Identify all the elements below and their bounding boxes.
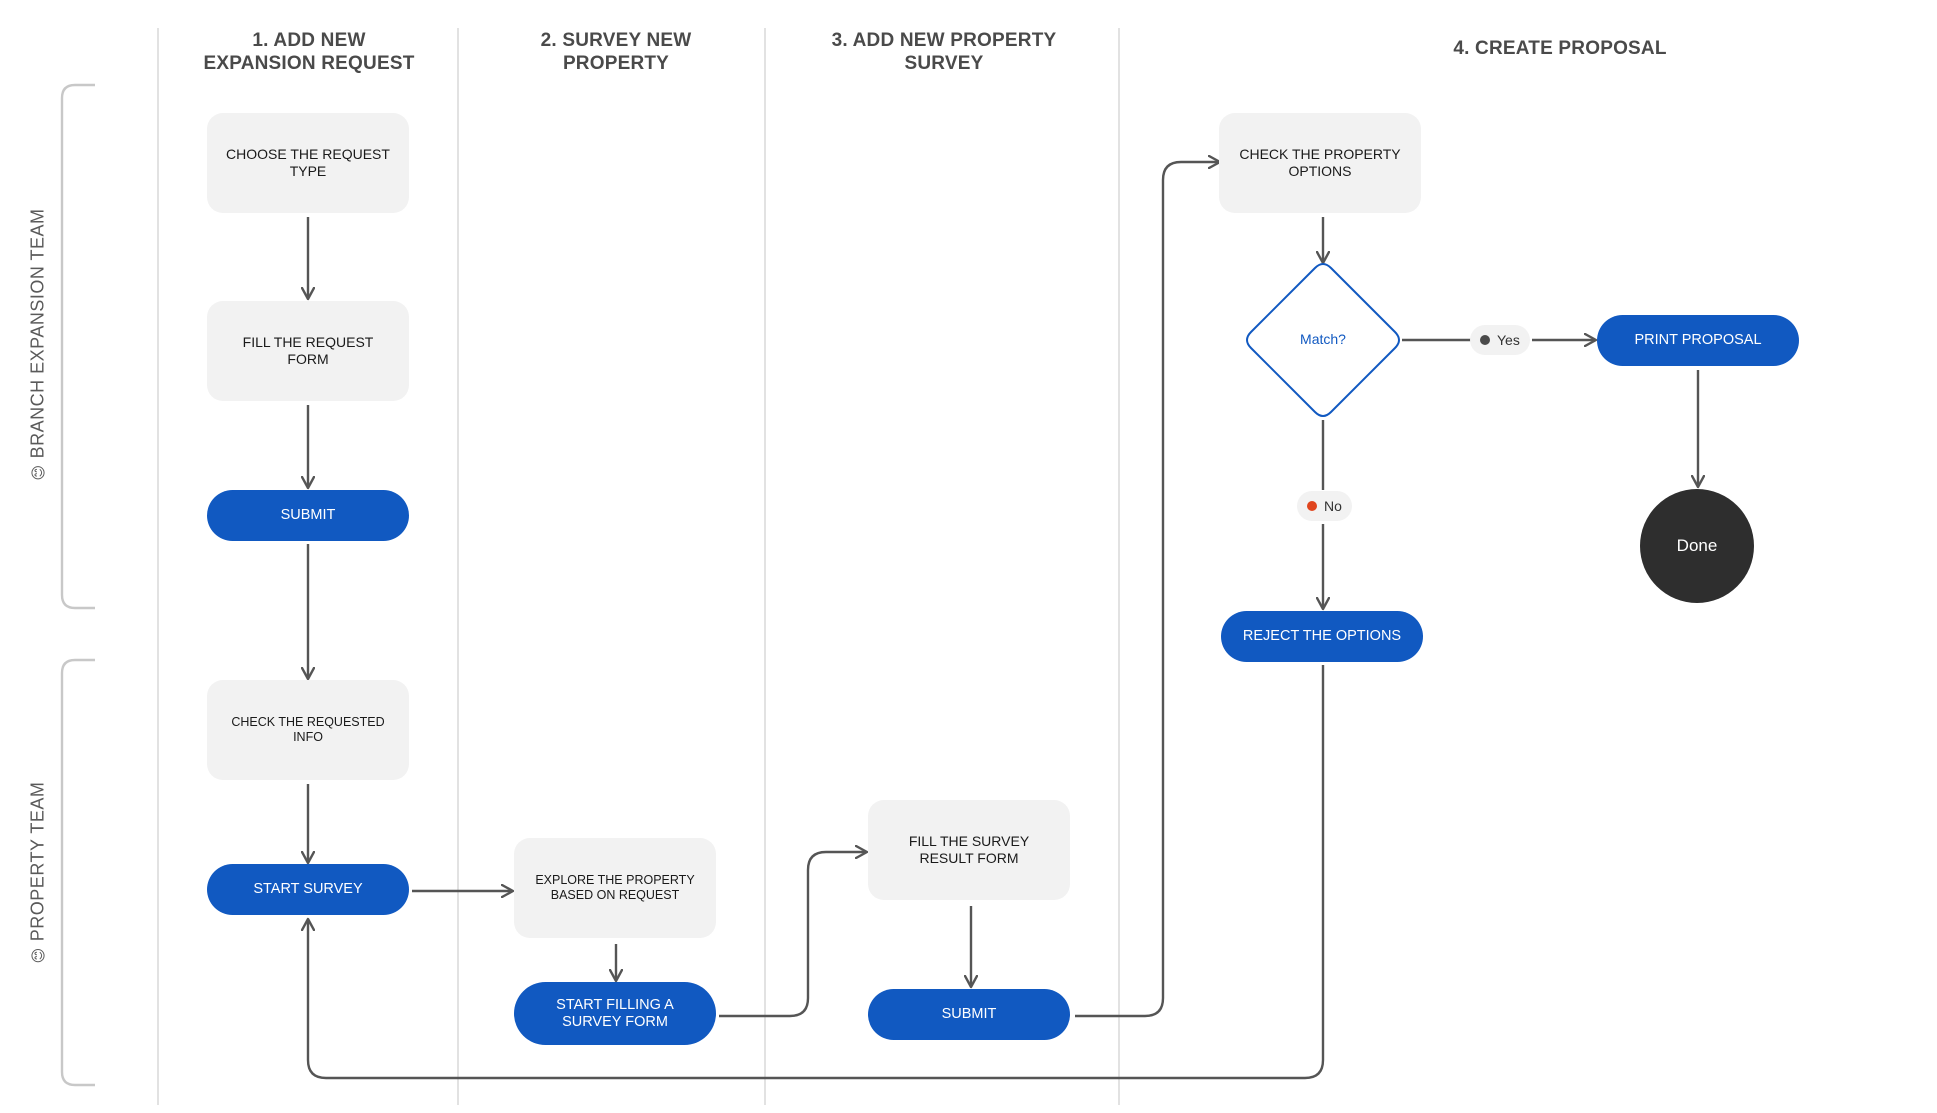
reject-options-button[interactable]: REJECT THE OPTIONS bbox=[1221, 611, 1423, 662]
lane-title: BRANCH EXPANSION TEAM bbox=[27, 208, 48, 459]
print-proposal-button[interactable]: PRINT PROPOSAL bbox=[1597, 315, 1799, 366]
done-terminal: Done bbox=[1640, 489, 1754, 603]
lane-title: PROPERTY TEAM bbox=[27, 781, 48, 942]
no-text: No bbox=[1324, 498, 1342, 514]
node-explore-property: EXPLORE THE PROPERTY BASED ON REQUEST bbox=[514, 838, 716, 938]
no-dot-icon bbox=[1307, 501, 1317, 511]
arrow-submit-to-check-options bbox=[1075, 162, 1219, 1018]
node-check-requested-info: CHECK THE REQUESTED INFO bbox=[207, 680, 409, 780]
node-check-property-options: CHECK THE PROPERTY OPTIONS bbox=[1219, 113, 1421, 213]
submit-survey-button[interactable]: SUBMIT bbox=[868, 989, 1070, 1040]
smile-icon: 😊 bbox=[30, 947, 48, 964]
start-survey-button[interactable]: START SURVEY bbox=[207, 864, 409, 915]
node-fill-survey-result: FILL THE SURVEY RESULT FORM bbox=[868, 800, 1070, 900]
node-choose-request-type: CHOOSE THE REQUEST TYPE bbox=[207, 113, 409, 213]
node-fill-request-form: FILL THE REQUEST FORM bbox=[207, 301, 409, 401]
arrow-filling-to-result bbox=[719, 852, 866, 1018]
arrow-reject-loop-to-start bbox=[308, 665, 1325, 1080]
edge-label-yes: Yes bbox=[1470, 325, 1530, 355]
yes-dot-icon bbox=[1480, 335, 1490, 345]
match-decision-diamond bbox=[1246, 263, 1400, 417]
lane-label-branch-expansion: 😊 BRANCH EXPANSION TEAM bbox=[28, 135, 49, 555]
smile-icon: 😊 bbox=[30, 464, 48, 481]
submit-request-button[interactable]: SUBMIT bbox=[207, 490, 409, 541]
lane-bracket-branch bbox=[60, 83, 95, 610]
lane-bracket-property bbox=[60, 658, 95, 1087]
column-title-4: 4. CREATE PROPOSAL bbox=[1453, 38, 1667, 59]
column-title-3: 3. ADD NEW PROPERTY SURVEY bbox=[831, 30, 1057, 74]
match-decision-label: Match? bbox=[1300, 331, 1346, 347]
column-title-2: 2. SURVEY NEW PROPERTY bbox=[540, 30, 692, 74]
edge-label-no: No bbox=[1297, 491, 1352, 521]
column-title-1: 1. ADD NEW EXPANSION REQUEST bbox=[203, 30, 415, 74]
start-filling-survey-button[interactable]: START FILLING A SURVEY FORM bbox=[514, 982, 716, 1045]
yes-text: Yes bbox=[1497, 332, 1520, 348]
lane-label-property: 😊 PROPERTY TEAM bbox=[28, 663, 49, 1083]
